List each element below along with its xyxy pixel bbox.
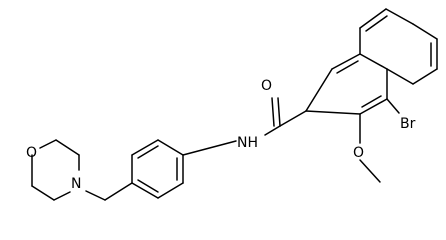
phenylene-ring [131, 139, 184, 199]
naphthalene-ring-b [359, 8, 438, 85]
methylene-bond [85, 190, 106, 201]
naphthalene-ring-a [305, 53, 388, 115]
methylene-bond [104, 182, 133, 201]
morpholine-ring [31, 139, 80, 201]
carbonyl-oxygen-label: O [261, 78, 272, 94]
structure-canvas: O N NH O O Br [26, 8, 438, 201]
bromo-bond [386, 98, 400, 114]
methyl-bond [359, 159, 381, 183]
morpholine-nitrogen-label: N [71, 176, 81, 192]
morpholine-oxygen-label: O [26, 145, 37, 161]
methoxy-oxygen-label: O [353, 145, 364, 161]
molecule-drawing: O N NH O O Br [26, 8, 438, 201]
amide-nh-label: NH [237, 135, 258, 151]
aryl-amide-bond [182, 140, 237, 156]
bromine-label: Br [400, 116, 416, 132]
amide-group [264, 97, 307, 136]
